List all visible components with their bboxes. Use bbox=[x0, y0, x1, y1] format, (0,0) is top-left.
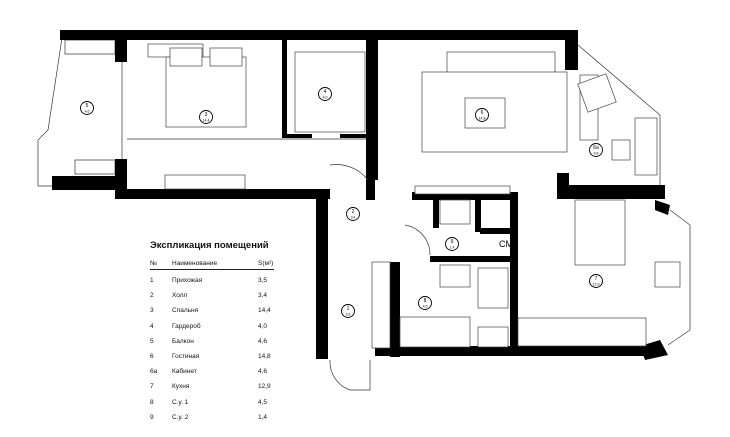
room-marker-6: 614,8 bbox=[475, 108, 489, 122]
window bbox=[577, 44, 661, 185]
cell-area: 4,6 bbox=[258, 337, 268, 345]
cell-name: Спальня bbox=[172, 307, 199, 315]
cell-area: 4,6 bbox=[258, 368, 268, 376]
table-row: 6 Гостиная 14,8 bbox=[150, 349, 274, 364]
cell-no: 8 bbox=[150, 398, 154, 406]
cell-area: 14,4 bbox=[258, 307, 271, 315]
cell-no: 2 bbox=[150, 292, 154, 300]
svg-text:8: 8 bbox=[424, 298, 427, 304]
furniture bbox=[127, 43, 681, 391]
table-row: 7 Кухня 12,9 bbox=[150, 379, 274, 394]
balcony-cabinet bbox=[64, 39, 116, 55]
cell-no: 6 bbox=[150, 353, 154, 361]
svg-text:14,8: 14,8 bbox=[479, 117, 486, 121]
svg-text:6а: 6а bbox=[593, 145, 599, 151]
cell-area: 4,5 bbox=[258, 398, 268, 406]
room-marker-4: 44,0 bbox=[318, 87, 332, 101]
cell-name: С.у. 1 bbox=[172, 398, 189, 406]
header-area: S(м²) bbox=[258, 259, 274, 267]
svg-text:14,4: 14,4 bbox=[203, 119, 210, 123]
room-marker-7: 712,9 bbox=[589, 274, 603, 288]
svg-text:4,6: 4,6 bbox=[85, 110, 90, 114]
balcony-cabinet bbox=[74, 159, 116, 175]
cell-name: Прихожая bbox=[172, 277, 203, 285]
svg-text:1: 1 bbox=[347, 306, 350, 312]
cell-area: 3,4 bbox=[258, 292, 268, 300]
window bbox=[667, 209, 691, 346]
room-schedule-title: Экспликация помещений bbox=[150, 240, 269, 251]
table-row: 6а Кабинет 4,6 bbox=[150, 364, 274, 379]
table-row: 8 С.у. 1 4,5 bbox=[150, 395, 274, 410]
cell-no: 1 bbox=[150, 277, 154, 285]
svg-text:4: 4 bbox=[324, 89, 327, 95]
cell-no: 3 bbox=[150, 307, 154, 315]
svg-text:4,0: 4,0 bbox=[323, 96, 328, 100]
table-row: 9 С.у. 2 1,4 bbox=[150, 410, 274, 425]
cell-no: 4 bbox=[150, 322, 154, 330]
room-marker-3: 314,4 bbox=[199, 110, 213, 124]
cell-name: Холл bbox=[172, 292, 188, 300]
cell-name: Кухня bbox=[172, 383, 190, 391]
cell-name: Балкон bbox=[172, 337, 194, 345]
room-marker-6a: 6а4,6 bbox=[589, 143, 603, 157]
cell-name: Гостиная bbox=[172, 353, 200, 361]
svg-text:3,4: 3,4 bbox=[351, 216, 356, 220]
room-schedule-header: № Наименование S(м²) bbox=[150, 257, 274, 270]
svg-text:12,9: 12,9 bbox=[593, 283, 600, 287]
cell-area: 1,4 bbox=[258, 413, 268, 421]
cell-name: Кабинет bbox=[172, 368, 197, 376]
svg-text:9: 9 bbox=[451, 239, 454, 245]
room-schedule: Экспликация помещений № Наименование S(м… bbox=[150, 240, 274, 425]
svg-text:5: 5 bbox=[86, 103, 89, 109]
svg-text:4,5: 4,5 bbox=[423, 305, 428, 309]
cell-name: Гардероб bbox=[172, 322, 201, 330]
room-marker-1: 13,5 bbox=[341, 304, 355, 318]
svg-text:4,6: 4,6 bbox=[594, 152, 599, 156]
cell-area: 12,9 bbox=[258, 383, 271, 391]
svg-text:3: 3 bbox=[205, 112, 208, 118]
svg-text:3,5: 3,5 bbox=[346, 313, 351, 317]
table-row: 5 Балкон 4,6 bbox=[150, 334, 274, 349]
svg-text:2: 2 bbox=[352, 209, 355, 215]
table-row: 3 Спальня 14,4 bbox=[150, 303, 274, 318]
room-marker-8: 84,5 bbox=[418, 296, 432, 310]
cell-no: 9 bbox=[150, 413, 154, 421]
cell-area: 14,8 bbox=[258, 353, 271, 361]
svg-text:1,4: 1,4 bbox=[450, 246, 455, 250]
walls bbox=[52, 30, 670, 360]
header-name: Наименование bbox=[172, 259, 218, 267]
table-row: 4 Гардероб 4,0 bbox=[150, 319, 274, 334]
cell-area: 3,5 bbox=[258, 277, 268, 285]
room-marker-2: 23,4 bbox=[346, 207, 360, 221]
table-row: 2 Холл 3,4 bbox=[150, 288, 274, 303]
cell-name: С.у. 2 bbox=[172, 413, 189, 421]
room-marker-9: 91,4 bbox=[445, 237, 459, 251]
svg-text:7: 7 bbox=[595, 276, 598, 282]
header-number: № bbox=[150, 259, 157, 267]
room-marker-5: 54,6 bbox=[80, 101, 94, 115]
cell-area: 4,0 bbox=[258, 322, 268, 330]
table-row: 1 Прихожая 3,5 bbox=[150, 273, 274, 288]
balcony-outline bbox=[37, 37, 70, 187]
cell-no: 7 bbox=[150, 383, 154, 391]
room-markers: 54,6 314,4 44,0 614,8 6а4,6 23,4 91,4 71… bbox=[80, 87, 603, 318]
cell-no: 6а bbox=[150, 368, 158, 376]
svg-text:6: 6 bbox=[481, 110, 484, 116]
washer-label: СМ bbox=[499, 239, 513, 249]
cell-no: 5 bbox=[150, 337, 154, 345]
